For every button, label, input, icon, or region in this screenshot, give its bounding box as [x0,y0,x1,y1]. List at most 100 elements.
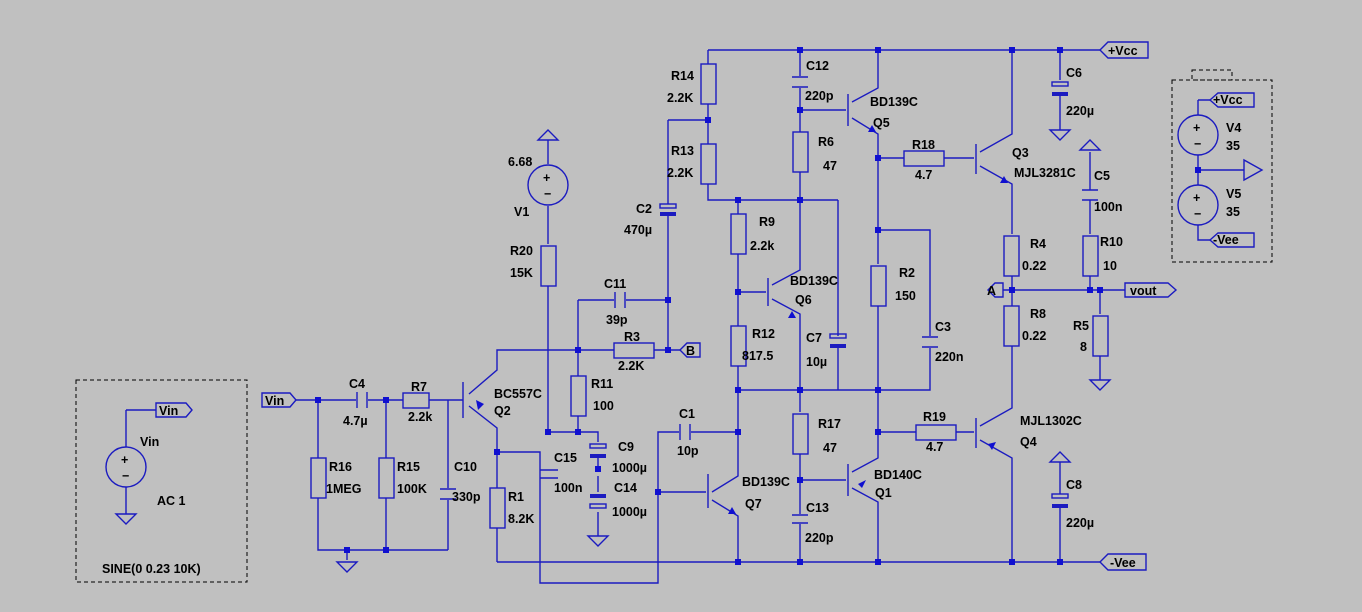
ground-flag-right [1243,158,1264,182]
model-Q2: BC557C [494,387,542,401]
net-flag-vout[interactable]: vout [1124,282,1178,298]
value-R14: 2.2K [667,91,693,105]
svg-text:+: + [1193,121,1200,135]
label-R16: R16 [329,460,352,474]
voltage-source-Vin[interactable]: +− [105,446,147,488]
capacitor-C11[interactable] [614,292,626,308]
value-R17: 47 [823,441,837,455]
label-Q3: Q3 [1012,146,1029,160]
value-R4: 0.22 [1022,259,1046,273]
capacitor-C13[interactable] [792,514,808,524]
net-flag-vcc-supply[interactable]: +Vcc [1208,92,1255,108]
resistor-R19[interactable] [915,424,957,441]
capacitor-C1[interactable] [679,424,691,440]
value-C11: 39p [606,313,628,327]
resistors [310,63,1109,529]
resistor-R6[interactable] [792,131,809,173]
label-R18: R18 [912,138,935,152]
value-C9: 1000µ [612,461,647,475]
svg-text:+: + [543,171,550,185]
label-R6: R6 [818,135,834,149]
wires [125,49,1244,584]
resistor-R1[interactable] [489,487,506,529]
label-R11: R11 [591,377,613,391]
resistor-R9[interactable] [730,213,747,255]
resistor-R11[interactable] [570,375,587,417]
net-flag-vin[interactable]: Vin [261,392,297,408]
label-C1: C1 [679,407,695,421]
resistor-R13[interactable] [700,143,717,185]
capacitor-C2[interactable] [659,203,677,216]
capacitor-C12[interactable] [792,76,808,88]
supply-up-arrow [1078,139,1102,151]
value-C2: 470µ [624,223,652,237]
value-R7: 2.2k [408,410,432,424]
transistor-arrows [476,125,1008,514]
junctions [315,47,1201,565]
value-V4: 35 [1226,139,1240,153]
net-flag-vcc[interactable]: +Vcc [1099,41,1149,59]
resistor-R2[interactable] [870,265,887,307]
net-labels: +Vcc -Vee vout Vin A B Vin +Vcc [155,41,1255,571]
directive-Vin: SINE(0 0.23 10K) [102,562,201,576]
resistor-R3[interactable] [613,342,655,359]
resistor-R17[interactable] [792,413,809,455]
label-Q4: Q4 [1020,435,1037,449]
net-flag-vee[interactable]: -Vee [1099,553,1147,571]
capacitor-C5[interactable] [1082,189,1098,201]
capacitor-C7[interactable] [829,333,847,348]
net-flag-a[interactable]: A [987,282,1004,298]
capacitor-C14[interactable] [589,494,607,509]
voltage-source-V1[interactable]: +− [527,164,569,206]
value-R20: 15K [510,266,533,280]
capacitor-C6[interactable] [1051,81,1069,96]
value-R18: 4.7 [915,168,932,182]
svg-text:+: + [121,453,128,467]
capacitor-C15[interactable] [540,469,558,479]
component-labels: R1 8.2K R2 150 R3 2.2K R4 0.22 R5 8 R6 4… [102,59,1241,576]
resistor-R4[interactable] [1003,235,1020,277]
net-flag-vin-source[interactable]: Vin [155,402,193,418]
value-R6: 47 [823,159,837,173]
net-flag-b[interactable]: B [679,342,701,358]
label-R19: R19 [923,410,946,424]
voltage-source-V4[interactable]: +− [1177,114,1219,156]
capacitor-C4[interactable] [356,392,368,408]
resistor-R7[interactable] [402,392,430,409]
label-Q6: Q6 [795,293,812,307]
svg-text:−: − [1194,137,1201,151]
label-C12: C12 [806,59,829,73]
resistor-R8[interactable] [1003,305,1020,347]
svg-text:−: − [1194,207,1201,221]
resistor-R15[interactable] [378,457,395,499]
resistor-R16[interactable] [310,457,327,499]
label-R1: R1 [508,490,524,504]
label-R9: R9 [759,215,775,229]
capacitor-C9[interactable] [589,443,607,458]
q6-emitter-arrow [788,311,796,318]
net-flag-vee-supply[interactable]: -Vee [1208,232,1255,248]
value-R1: 8.2K [508,512,534,526]
value-Vin: AC 1 [157,494,186,508]
capacitor-C8[interactable] [1051,493,1069,508]
capacitor-C10[interactable] [440,488,456,500]
voltage-source-V5[interactable]: +− [1177,184,1219,226]
value-C5: 100n [1094,200,1123,214]
capacitors [356,76,1098,524]
model-Q3: MJL3281C [1014,166,1076,180]
ground-symbol [335,561,359,573]
resistor-R20[interactable] [540,245,557,287]
label-R20: R20 [510,244,533,258]
resistor-R12[interactable] [730,325,747,367]
label-R7: R7 [411,380,427,394]
resistor-R18[interactable] [903,150,945,167]
label-Q2: Q2 [494,404,511,418]
resistor-R5[interactable] [1092,315,1109,357]
value-R9: 2.2k [750,239,774,253]
label-R8: R8 [1030,307,1046,321]
resistor-R14[interactable] [700,63,717,105]
q7-emitter-arrow [728,507,736,514]
value-R16: 1MEG [326,482,361,496]
resistor-R10[interactable] [1082,235,1099,277]
capacitor-C3[interactable] [922,336,938,348]
